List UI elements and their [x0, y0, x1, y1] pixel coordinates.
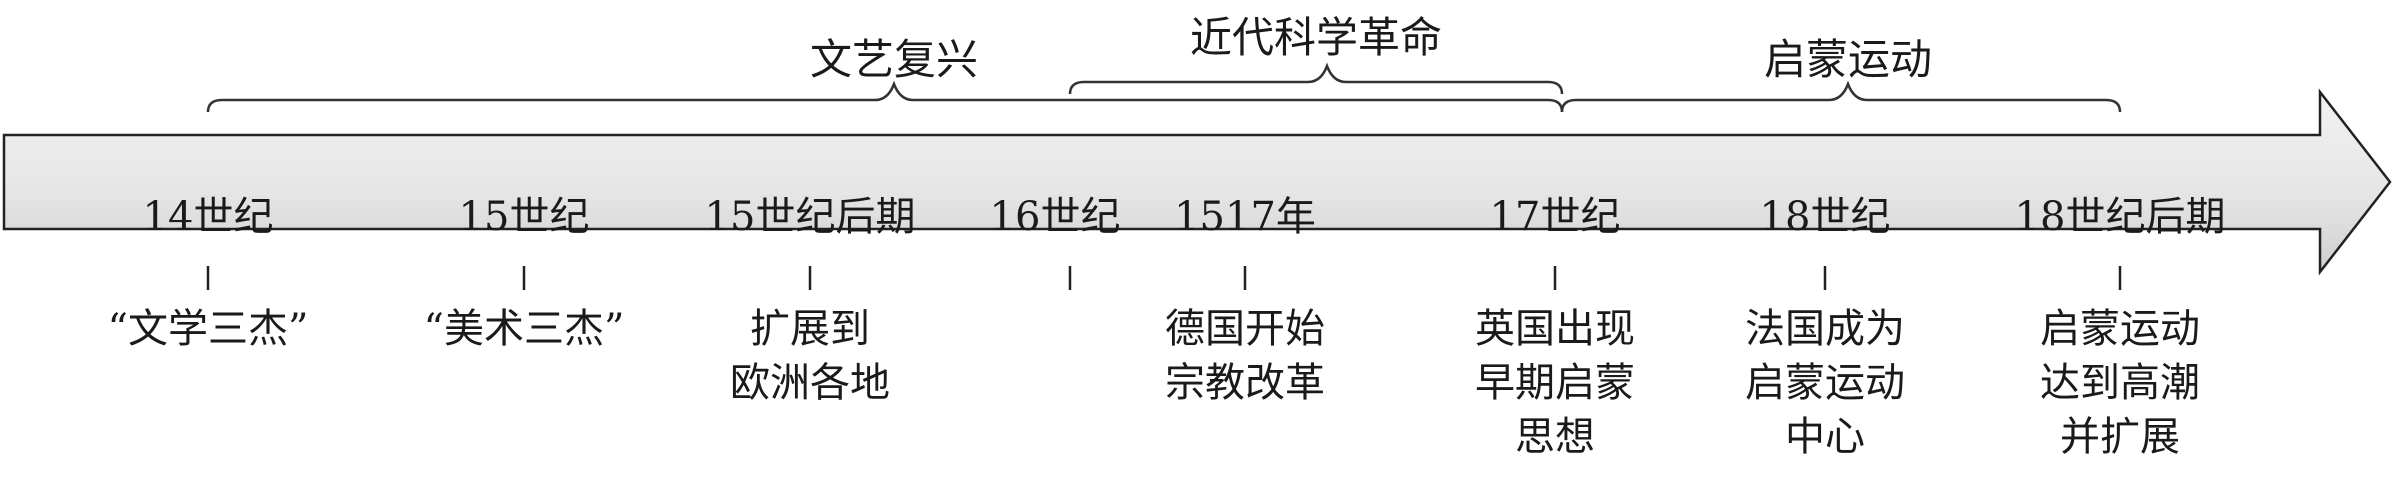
brace-label-renaissance: 文艺复兴 [810, 35, 978, 84]
event-line: 宗教改革 [1165, 360, 1325, 406]
event-line: 启蒙运动 [2040, 306, 2200, 352]
event-line: 思想 [1515, 414, 1595, 460]
event-line: 早期启蒙 [1475, 360, 1635, 406]
event-line: 达到高潮 [2040, 360, 2200, 406]
period-16th-century: 16世纪 [990, 194, 1121, 290]
event-line: 并扩展 [2060, 414, 2180, 460]
timeline-periods: 14世纪 “文学三杰” 15世纪 “美术三杰” 15世纪后期 扩展到 欧洲各地 … [108, 194, 2226, 460]
brace-renaissance [206, 80, 1564, 113]
event-line: 法国成为 [1745, 306, 1905, 352]
brace-enlightenment [1560, 80, 2122, 113]
event-line: 扩展到 [750, 306, 870, 352]
timeline-arrow [2, 88, 2392, 276]
period-18th-century: 18世纪 法国成为 启蒙运动 中心 [1745, 194, 1905, 460]
brace-label-scientific-revolution: 近代科学革命 [1190, 13, 1442, 62]
period-14th-century: 14世纪 “文学三杰” [108, 194, 309, 352]
period-label: 16世纪 [990, 194, 1121, 240]
event-line: 德国开始 [1165, 306, 1325, 352]
event-line: “美术三杰” [424, 306, 625, 352]
period-label: 1517年 [1174, 194, 1316, 240]
period-label: 18世纪 [1760, 194, 1891, 240]
event-line: “文学三杰” [108, 306, 309, 352]
period-label: 18世纪后期 [2015, 194, 2226, 240]
period-17th-century: 17世纪 英国出现 早期启蒙 思想 [1475, 194, 1635, 460]
period-1517: 1517年 德国开始 宗教改革 [1165, 194, 1325, 406]
era-braces: 文艺复兴 近代科学革命 启蒙运动 [206, 13, 2122, 113]
event-line: 英国出现 [1475, 306, 1635, 352]
period-label: 17世纪 [1490, 194, 1621, 240]
period-late-18th-century: 18世纪后期 启蒙运动 达到高潮 并扩展 [2015, 194, 2226, 460]
event-line: 中心 [1785, 414, 1865, 460]
period-15th-century: 15世纪 “美术三杰” [424, 194, 625, 352]
brace-label-enlightenment: 启蒙运动 [1764, 35, 1932, 84]
period-label: 15世纪后期 [705, 194, 916, 240]
period-late-15th-century: 15世纪后期 扩展到 欧洲各地 [705, 194, 916, 406]
period-label: 15世纪 [459, 194, 590, 240]
event-line: 欧洲各地 [730, 360, 890, 406]
brace-scientific-revolution [1068, 62, 1564, 95]
event-line: 启蒙运动 [1745, 360, 1905, 406]
period-label: 14世纪 [143, 194, 274, 240]
